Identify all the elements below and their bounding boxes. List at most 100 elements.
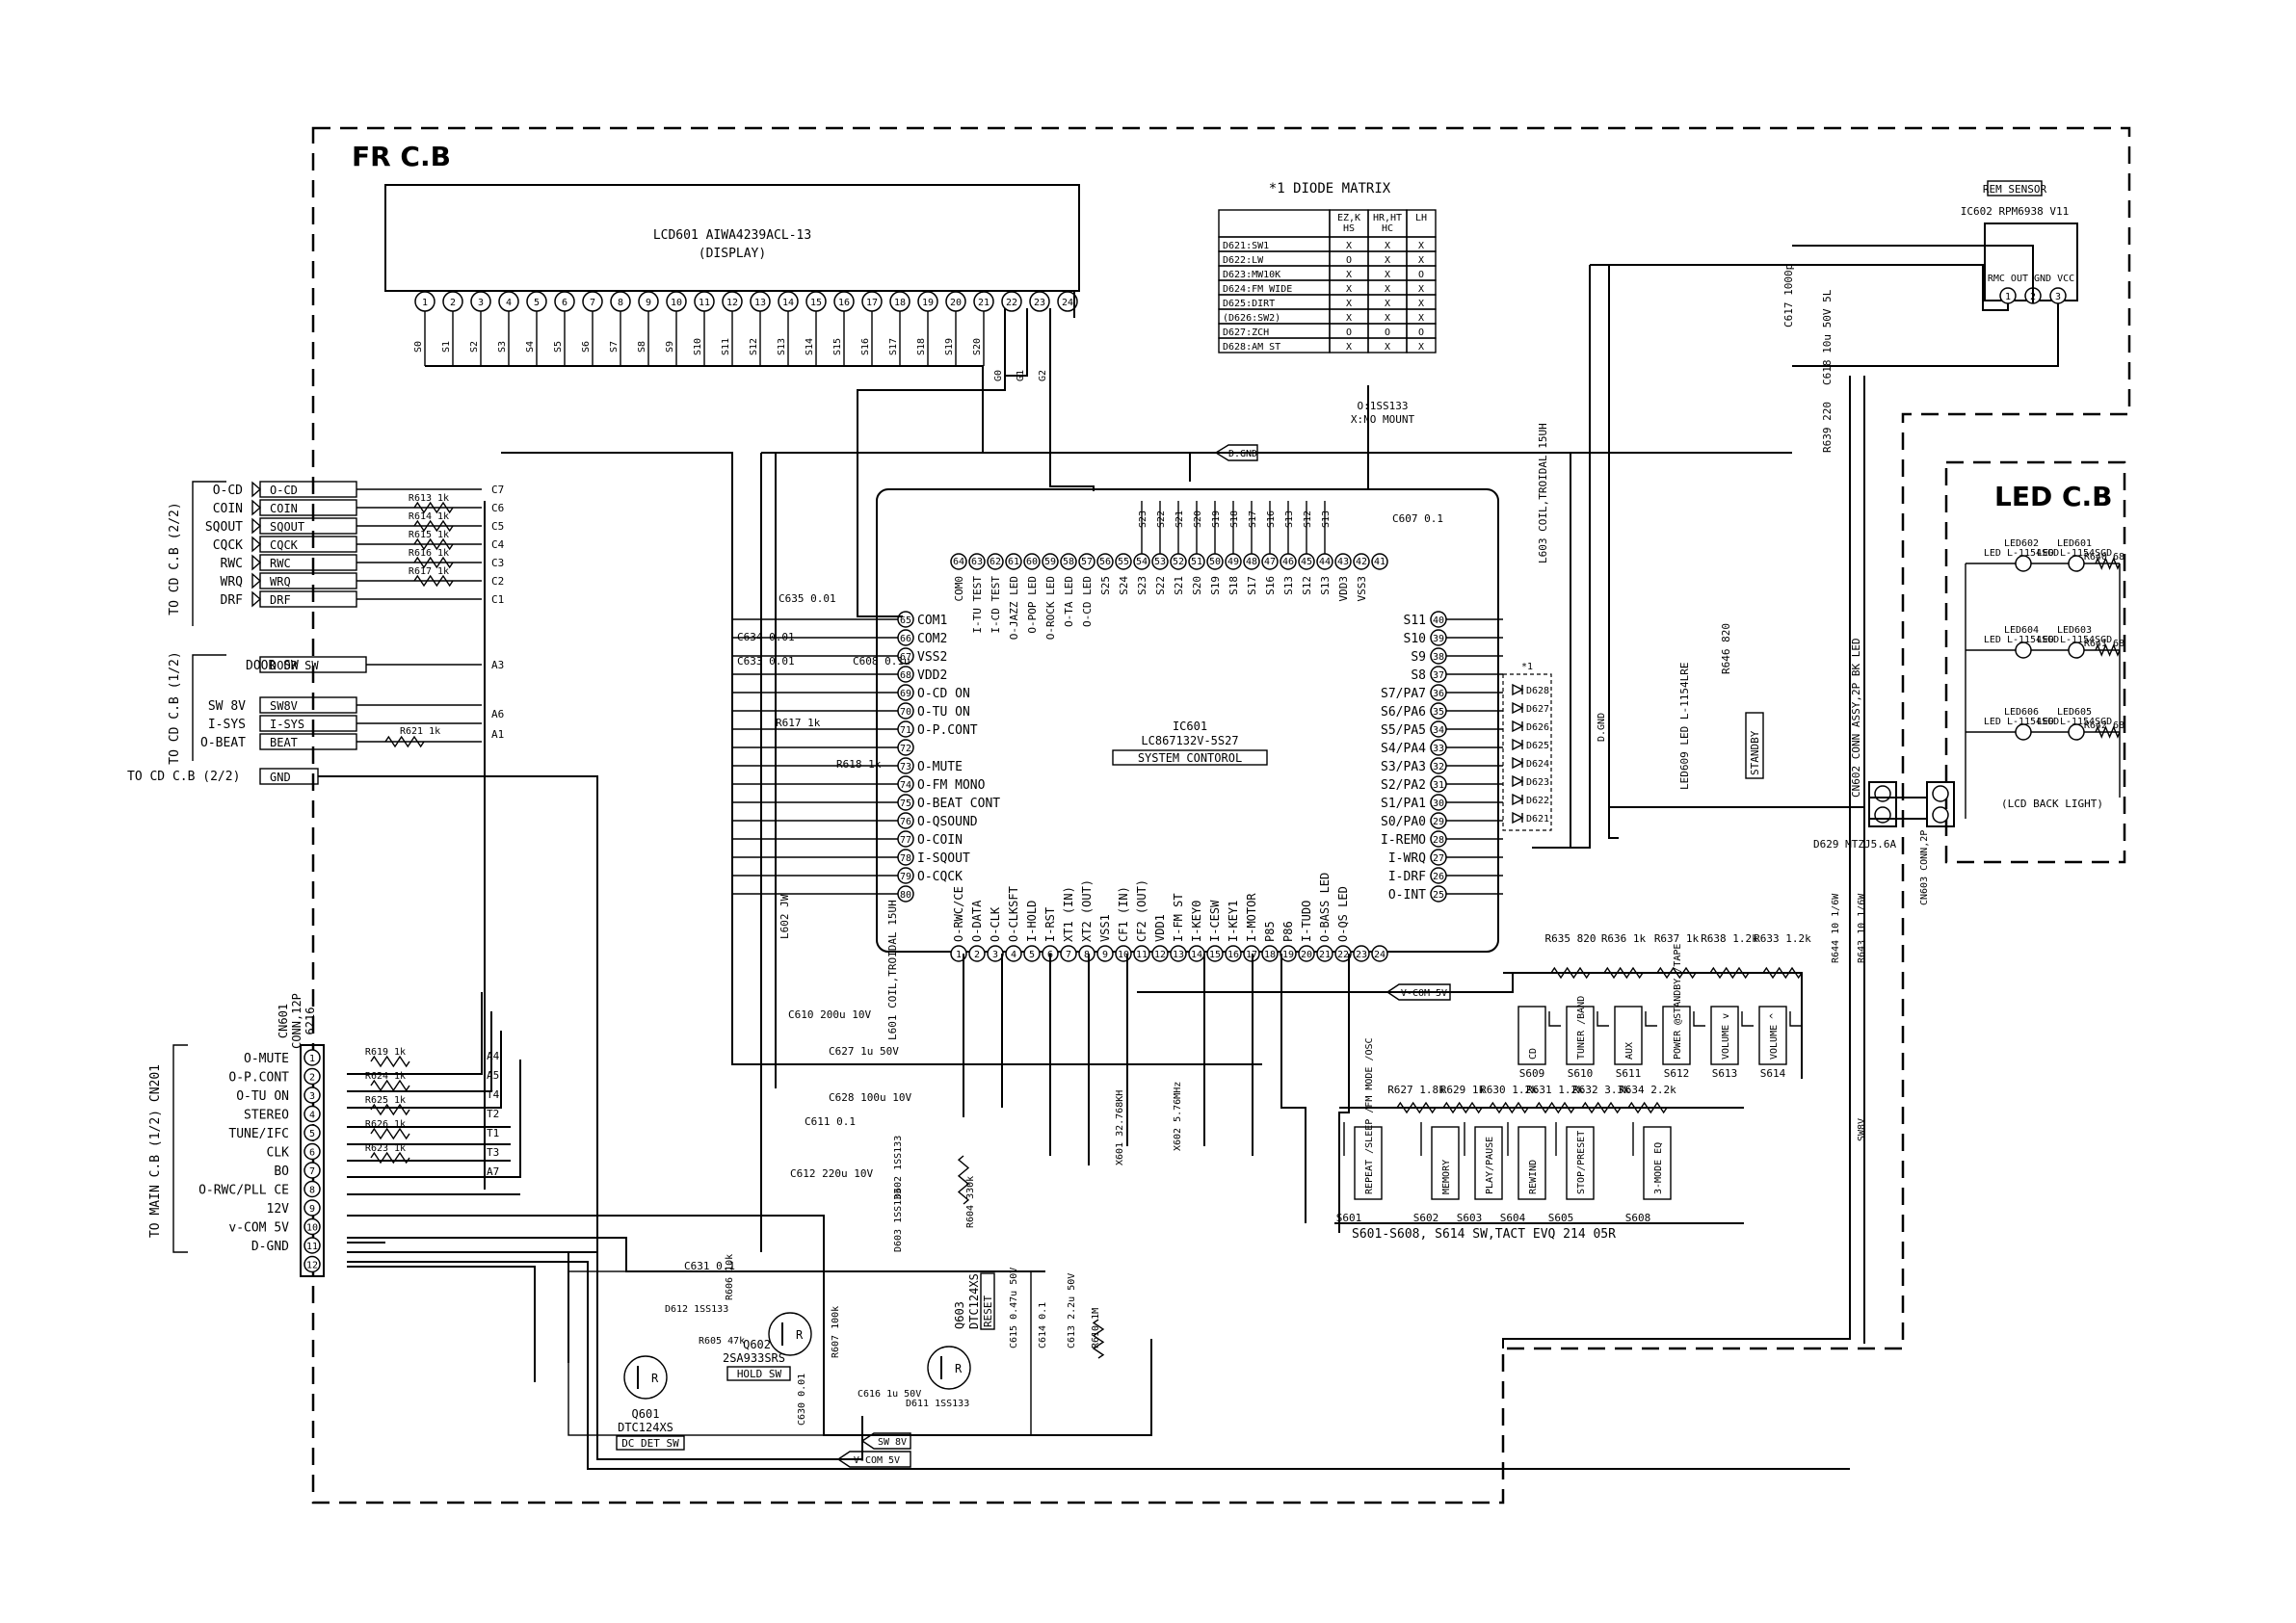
ic-top-pin-label: O-CD LED xyxy=(1081,576,1094,627)
switch-bottom-id: S601 xyxy=(1336,1212,1362,1224)
led-symbol xyxy=(2068,641,2085,659)
diode-matrix-value: X xyxy=(1385,255,1390,266)
conn-arrow xyxy=(251,517,262,535)
ic-right-pin-num: 34 xyxy=(1433,725,1444,736)
diode-matrix-cell xyxy=(1406,337,1437,353)
switch-top-label-box xyxy=(1662,1006,1691,1065)
ic-top-pin-label: COM0 xyxy=(953,576,965,602)
ic-top-pin-label: S21 xyxy=(1173,576,1185,595)
cn603-pin xyxy=(1932,785,1949,802)
conn-arrow xyxy=(251,499,262,516)
cn601-pin-num: 1 xyxy=(309,1054,315,1064)
diode-symbol xyxy=(1512,683,1524,696)
switch-bottom-id: S604 xyxy=(1500,1212,1526,1224)
lcd-pin-number: 2 xyxy=(450,298,456,308)
ic-bottom-pin-num: 19 xyxy=(1282,950,1294,960)
diode-matrix-value: X xyxy=(1418,284,1424,295)
lcd-pin-number: 10 xyxy=(671,298,682,308)
conn-outer-label: CQCK xyxy=(213,538,243,553)
diode-matrix-value: X xyxy=(1418,299,1424,309)
cn601-row-label: TUNE/IFC xyxy=(228,1127,289,1141)
ic-bottom-pin-num: 7 xyxy=(1066,950,1071,960)
ic-top-pin xyxy=(1042,553,1059,570)
switch-bottom-id: S605 xyxy=(1548,1212,1574,1224)
transistor xyxy=(768,1312,812,1356)
conn-net-label: C3 xyxy=(491,557,504,569)
ic-bottom-pin-num: 13 xyxy=(1173,950,1184,960)
wiring xyxy=(347,245,2059,1470)
diode-matrix-value: D621:SW1 xyxy=(1223,241,1269,251)
rem-sensor-part: IC602 RPM6938 V11 xyxy=(1961,205,2070,218)
lcd-pin-number: 23 xyxy=(1034,298,1045,308)
ic-top-pin-label: S18 xyxy=(1227,576,1240,595)
ic-right-pin-num: 26 xyxy=(1433,872,1444,882)
ic-right-pin-num: 31 xyxy=(1433,780,1444,791)
switch-top-label: TUNER /BAND xyxy=(1576,996,1587,1060)
switch-note: S601-S608, S614 SW,TACT EVQ 214 05R xyxy=(1352,1227,1616,1242)
q601-func: DC DET SW xyxy=(621,1437,679,1450)
ic-bottom-pin-num: 8 xyxy=(1084,950,1090,960)
ic-right-pin-label: S9 xyxy=(1411,650,1426,665)
ic-left-pin-label: VDD2 xyxy=(917,668,947,683)
led-part: LED L-1154SGD xyxy=(2037,717,2112,727)
cn601-pin-num: 4 xyxy=(309,1111,315,1121)
ic-bottom-pin-label: I-KEY0 xyxy=(1190,901,1203,942)
ic-left-pin-num: 74 xyxy=(900,780,911,791)
ic-top-pin xyxy=(950,553,967,570)
ic-bottom-pin xyxy=(968,945,986,962)
diode-symbol xyxy=(1512,720,1524,733)
cn603-label: CN603 CONN,2P xyxy=(1919,830,1930,905)
cn603-body xyxy=(1926,781,1955,827)
cn601-res: R625 1k xyxy=(365,1095,406,1106)
rem-sensor-label: REM SENSOR xyxy=(1983,183,2047,196)
ic-top-pin-num: 50 xyxy=(1209,557,1221,567)
lcd-subtitle: (DISPLAY) xyxy=(699,247,766,261)
cn601-net: A7 xyxy=(487,1165,499,1178)
cn601-net: T2 xyxy=(487,1108,499,1120)
cn603-pin xyxy=(1932,806,1949,824)
ic-bottom-pin-num: 9 xyxy=(1102,950,1108,960)
switch-bottom-label-box xyxy=(1643,1126,1672,1200)
resistor xyxy=(2095,725,2121,739)
diode-stack-box xyxy=(1502,673,1552,831)
r610-label: R610 1M xyxy=(1091,1308,1101,1348)
door-sw-net: A3 xyxy=(491,659,504,671)
ic-left-pin-num: 70 xyxy=(900,707,911,718)
ic-right-pin-num: 29 xyxy=(1433,817,1444,827)
rail-labels: D.GND V-COM 5V SW 8V V-COM 5V xyxy=(836,444,1451,1468)
diode-matrix-title: *1 DIODE MATRIX xyxy=(1269,181,1391,196)
l603-label: L603 COIL,TROIDAL 15UH xyxy=(1537,423,1549,563)
transistor-r: R xyxy=(796,1328,804,1342)
lcd-pin xyxy=(1057,291,1078,312)
lcd-seg-label: S5 xyxy=(553,341,564,353)
ic-top-seg-name: S18 xyxy=(1229,510,1240,528)
ic-right-pin-num: 35 xyxy=(1433,707,1444,718)
switch-contact xyxy=(1789,1011,1802,1027)
c630-label: C630 0.01 xyxy=(797,1374,807,1426)
ic-bottom-pin-num: 1 xyxy=(956,950,962,960)
c617-label: C617 1000p xyxy=(1782,264,1795,327)
mid-conn-outer: SW 8V xyxy=(208,699,246,714)
ic-top-pin-num: 44 xyxy=(1319,557,1331,567)
diode-matrix-cell xyxy=(1218,209,1331,238)
ic-top-pin-label: S13 xyxy=(1282,576,1295,595)
diode-matrix-value: X xyxy=(1385,342,1390,353)
diode-matrix-value: O xyxy=(1418,327,1424,338)
r618-label: R618 1k xyxy=(836,758,882,771)
diode-matrix-value: O xyxy=(1346,327,1352,338)
ic-top-pin-num: 64 xyxy=(953,557,964,567)
ic-top-seg-name: S22 xyxy=(1156,510,1167,528)
led-part: LED L-1154SGD xyxy=(2037,635,2112,645)
diode-matrix-legend-2: X:NO MOUNT xyxy=(1351,413,1415,426)
ic-top-seg-name: S16 xyxy=(1266,510,1277,528)
switch-bottom-label-box xyxy=(1354,1126,1383,1200)
ic-bottom-pin-label: O-BASS LED xyxy=(1318,873,1332,942)
q603-part: DTC124XS xyxy=(967,1273,981,1329)
ic-bottom-pin-num: 5 xyxy=(1029,950,1035,960)
ic-top-pin xyxy=(1371,553,1388,570)
ic-left-pin-label: O-FM MONO xyxy=(917,778,986,793)
lcd-seg-label: S7 xyxy=(609,341,620,353)
diode-matrix-value: X xyxy=(1346,299,1352,309)
switch-top-label: POWER @STANDBY /TAPE xyxy=(1673,944,1683,1060)
cn601-pin-num: 8 xyxy=(309,1186,315,1196)
